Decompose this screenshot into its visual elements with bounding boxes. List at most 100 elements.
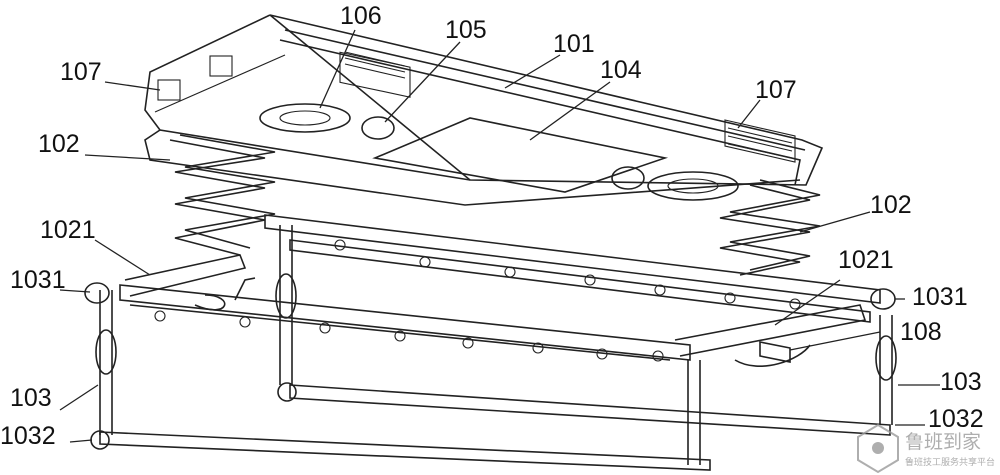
hook-108-curve (734, 344, 811, 368)
housing-top-face (269, 14, 824, 186)
end-cap-1031-left (84, 282, 110, 304)
rail-hole (462, 337, 474, 349)
scissor-zigzag-right-a (719, 184, 811, 276)
leader-104 (529, 81, 611, 141)
upper-rail-back (264, 214, 881, 304)
leader-103a (59, 384, 99, 411)
label-103-right: 103 (940, 368, 982, 396)
right-pole (879, 315, 893, 425)
rail-hole (652, 350, 664, 362)
leader-107b (737, 99, 761, 129)
vent-slats-right (727, 127, 793, 159)
rail-hole (532, 342, 544, 354)
leader-102a (84, 154, 171, 161)
reference-labels: 107 106 105 101 104 107 102 102 1021 102… (0, 2, 984, 450)
watermark-brand: 鲁班到家 (905, 431, 981, 453)
housing-left-end (144, 14, 471, 181)
scissor-arm-left (169, 134, 276, 256)
rail-hole (584, 274, 596, 286)
mid-pole-grip (275, 273, 297, 319)
left-end-vent-2 (209, 55, 233, 77)
leader-1031a (59, 289, 91, 293)
label-108: 108 (900, 318, 942, 346)
leader-1021a (94, 239, 151, 276)
rail-hole (596, 348, 608, 360)
housing-101 (144, 14, 824, 206)
fan-106-left (259, 103, 351, 133)
scissor-zigzag-right-b (729, 179, 821, 271)
watermark-tagline: 鲁班技工服务共享平台 (905, 456, 995, 468)
leader-lines (59, 29, 940, 443)
vent-grille-right (724, 119, 796, 163)
watermark: 鲁班到家 鲁班技工服务共享平台 (857, 423, 995, 474)
vent-frame-right (724, 119, 796, 163)
fan-hub-right (667, 178, 719, 194)
bottom-bar-1032 (90, 382, 891, 471)
rail-hole (419, 256, 431, 268)
pole-103-mid (275, 225, 297, 385)
rail-hole (334, 239, 346, 251)
crossbar-1021-upper (264, 214, 881, 323)
vent-grille-top (339, 51, 411, 98)
housing-edge-line (284, 29, 806, 151)
left-pole-grip (95, 329, 117, 375)
hook-left-curve (194, 294, 226, 311)
right-pole-grip (875, 335, 897, 381)
panel-104 (372, 117, 669, 193)
lower-rail (119, 284, 691, 361)
end-cap-1031-right (870, 288, 896, 310)
right-connector-arm (674, 304, 867, 357)
label-104: 104 (600, 56, 642, 84)
leader-101 (504, 54, 561, 89)
label-106: 106 (340, 2, 382, 30)
label-1031-right: 1031 (912, 283, 968, 311)
scissor-arm-right (719, 179, 821, 276)
leader-102b (799, 211, 871, 233)
lamp-105 (361, 116, 395, 140)
leader-108 (789, 331, 881, 351)
leader-1032a (69, 439, 93, 443)
pole-103-left (95, 290, 117, 435)
bottom-bar-back (289, 384, 891, 436)
label-107-right: 107 (755, 76, 797, 104)
label-1021-left: 1021 (40, 216, 96, 244)
watermark-logo-icon (857, 423, 899, 474)
fan-hub-left (279, 110, 331, 126)
rail-hole (789, 298, 801, 310)
scissor-zigzag-left-a (169, 139, 266, 256)
rail-hole (394, 330, 406, 342)
rail-hole (654, 284, 666, 296)
rail-hole (239, 316, 251, 328)
label-1032-left: 1032 (0, 422, 56, 450)
hook-108 (759, 341, 791, 363)
label-1021-right: 1021 (838, 246, 894, 274)
scissor-zigzag-left-b (179, 134, 276, 249)
left-connector-arm (124, 254, 247, 297)
lower-rail-edge (129, 304, 671, 361)
leader-107a (104, 81, 161, 91)
hook-left-stem (234, 277, 256, 301)
label-1032-right: 1032 (928, 405, 984, 433)
lamp-105-right (611, 166, 645, 190)
label-102-right: 102 (870, 191, 912, 219)
housing-left-inner (154, 54, 286, 113)
label-107-left: 107 (60, 58, 102, 86)
leader-1021b (774, 279, 841, 326)
label-103-left: 103 (10, 384, 52, 412)
pole-103-right (875, 315, 897, 425)
bottom-bar-front (99, 431, 711, 471)
rail-hole (504, 266, 516, 278)
label-102-left: 102 (38, 130, 80, 158)
left-pole (99, 290, 113, 435)
vent-slats (344, 51, 406, 79)
left-end-vent-1 (157, 79, 181, 101)
upper-rail-front (289, 239, 871, 323)
label-101: 101 (553, 30, 595, 58)
leader-106 (319, 29, 356, 109)
rail-hole (319, 322, 331, 334)
housing-lower-edge (279, 39, 801, 186)
fan-106-right (647, 171, 739, 201)
rail-hole (724, 292, 736, 304)
label-105: 105 (445, 16, 487, 44)
